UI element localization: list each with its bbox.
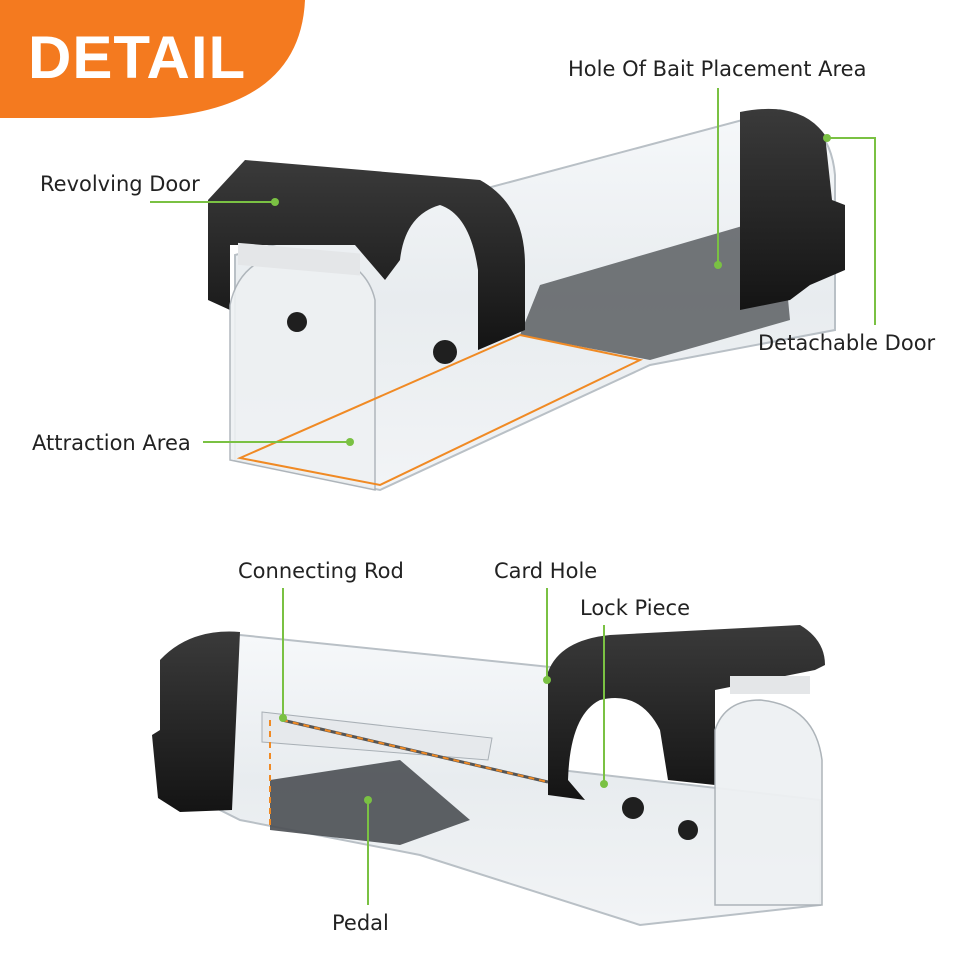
leader-dot xyxy=(714,261,722,269)
trap-top xyxy=(208,108,845,492)
trap-bottom-knob xyxy=(678,820,698,840)
callout-revolving-door: Revolving Door xyxy=(40,172,279,206)
trap-bottom-label-plate xyxy=(730,676,810,694)
label-hole-of-bait-placement-area: Hole Of Bait Placement Area xyxy=(568,57,866,81)
leader-dot xyxy=(600,780,608,788)
connecting-rod-highlight xyxy=(281,719,549,783)
leader-dot xyxy=(271,198,279,206)
trap-bottom-bracket xyxy=(261,711,493,761)
label-card-hole: Card Hole xyxy=(494,559,597,583)
callout-pedal: Pedal xyxy=(332,796,389,935)
trap-top-knob xyxy=(287,312,307,332)
label-attraction-area: Attraction Area xyxy=(32,431,191,455)
callout-detachable-door: Detachable Door xyxy=(758,134,936,355)
badge-shape xyxy=(0,0,305,118)
leader-dot xyxy=(346,438,354,446)
leader-dot xyxy=(279,714,287,722)
leader-dot xyxy=(364,796,372,804)
trap-bottom xyxy=(152,625,825,927)
trap-top-knob xyxy=(433,340,457,364)
callout-card-hole: Card Hole xyxy=(494,559,597,684)
trap-top-attraction-area-outline xyxy=(236,333,644,487)
leader-dot xyxy=(823,134,831,142)
label-detachable-door: Detachable Door xyxy=(758,331,936,355)
trap-top-front-arch xyxy=(229,249,376,491)
callout-connecting-rod: Connecting Rod xyxy=(238,559,404,722)
trap-bottom-front-door xyxy=(548,625,825,800)
badge-title: DETAIL xyxy=(28,24,246,91)
label-connecting-rod: Connecting Rod xyxy=(238,559,404,583)
label-lock-piece: Lock Piece xyxy=(580,596,690,620)
callout-hole-of-bait: Hole Of Bait Placement Area xyxy=(568,57,866,269)
leader-line xyxy=(827,137,876,325)
trap-top-inner-plate xyxy=(520,215,790,360)
leader-dot xyxy=(543,676,551,684)
trap-top-detachable-door xyxy=(740,108,845,310)
trap-bottom-front-arch xyxy=(714,699,823,906)
trap-top-revolving-door xyxy=(208,160,525,350)
trap-bottom-rear-cap xyxy=(152,631,240,812)
label-pedal: Pedal xyxy=(332,911,389,935)
label-revolving-door: Revolving Door xyxy=(40,172,200,196)
trap-bottom-knob xyxy=(622,797,644,819)
detail-badge: DETAIL xyxy=(0,0,305,118)
callout-lock-piece: Lock Piece xyxy=(580,596,690,788)
trap-top-label-plate xyxy=(238,242,360,276)
callout-attraction-area: Attraction Area xyxy=(32,431,354,455)
